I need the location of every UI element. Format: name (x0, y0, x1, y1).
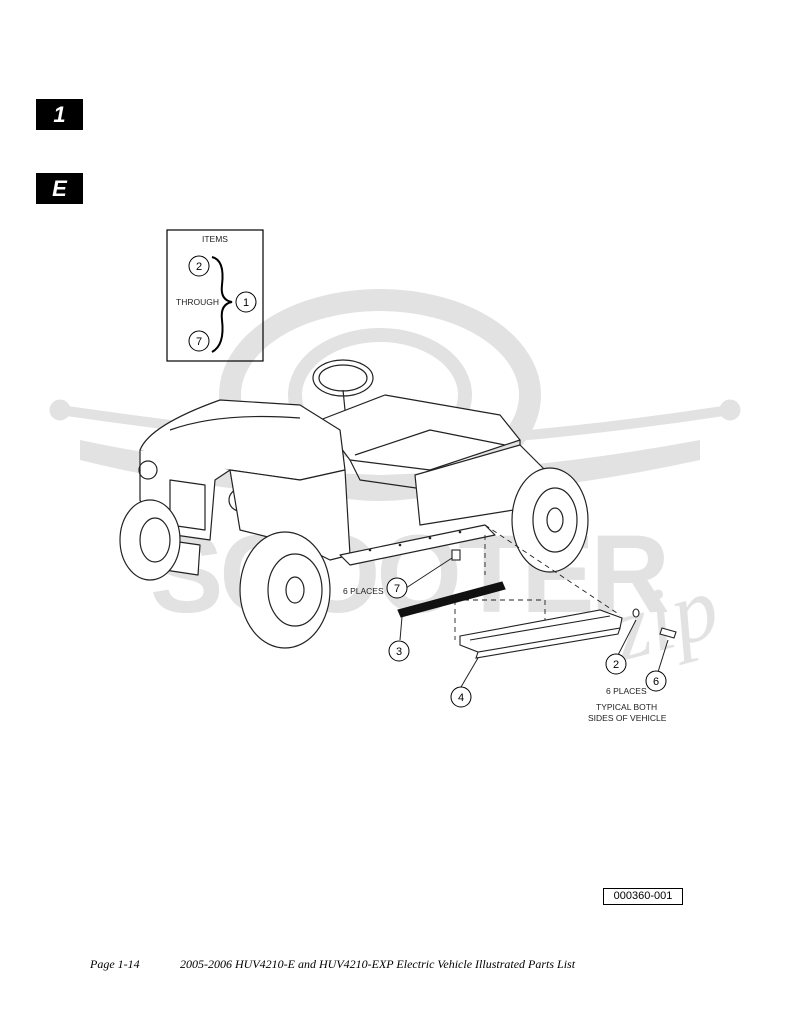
callout-6: 6 (653, 676, 659, 688)
footer-page-number: Page 1-14 (90, 957, 140, 971)
callout-7: 7 (394, 583, 400, 595)
callout-3: 3 (396, 646, 402, 658)
subsection-tab: E (36, 173, 83, 204)
callout-4: 4 (458, 692, 464, 704)
figure-part-number: 000360-001 (603, 888, 683, 905)
legend-end-number: 7 (196, 336, 202, 348)
legend-group-number: 1 (243, 297, 249, 309)
vehicle-drawing (119, 359, 589, 649)
callouts: 7 3 4 2 6 6 PLACES 6 PLACES TYPICAL BOTH… (343, 557, 669, 723)
legend-box: ITEMS 2 THROUGH 7 1 (166, 229, 264, 362)
legend-items-label: ITEMS (202, 234, 228, 244)
exploded-parts (397, 524, 677, 659)
typical-label-line1: TYPICAL BOTH (596, 702, 657, 712)
places-label-right: 6 PLACES (606, 686, 647, 696)
legend-through-label: THROUGH (176, 297, 219, 307)
typical-label-line2: SIDES OF VEHICLE (588, 713, 667, 723)
section-tab: 1 (36, 99, 83, 130)
places-label-left: 6 PLACES (343, 586, 384, 596)
callout-2: 2 (613, 659, 619, 671)
legend-start-number: 2 (196, 261, 202, 273)
footer-document-title: 2005-2006 HUV4210-E and HUV4210-EXP Elec… (180, 957, 576, 971)
